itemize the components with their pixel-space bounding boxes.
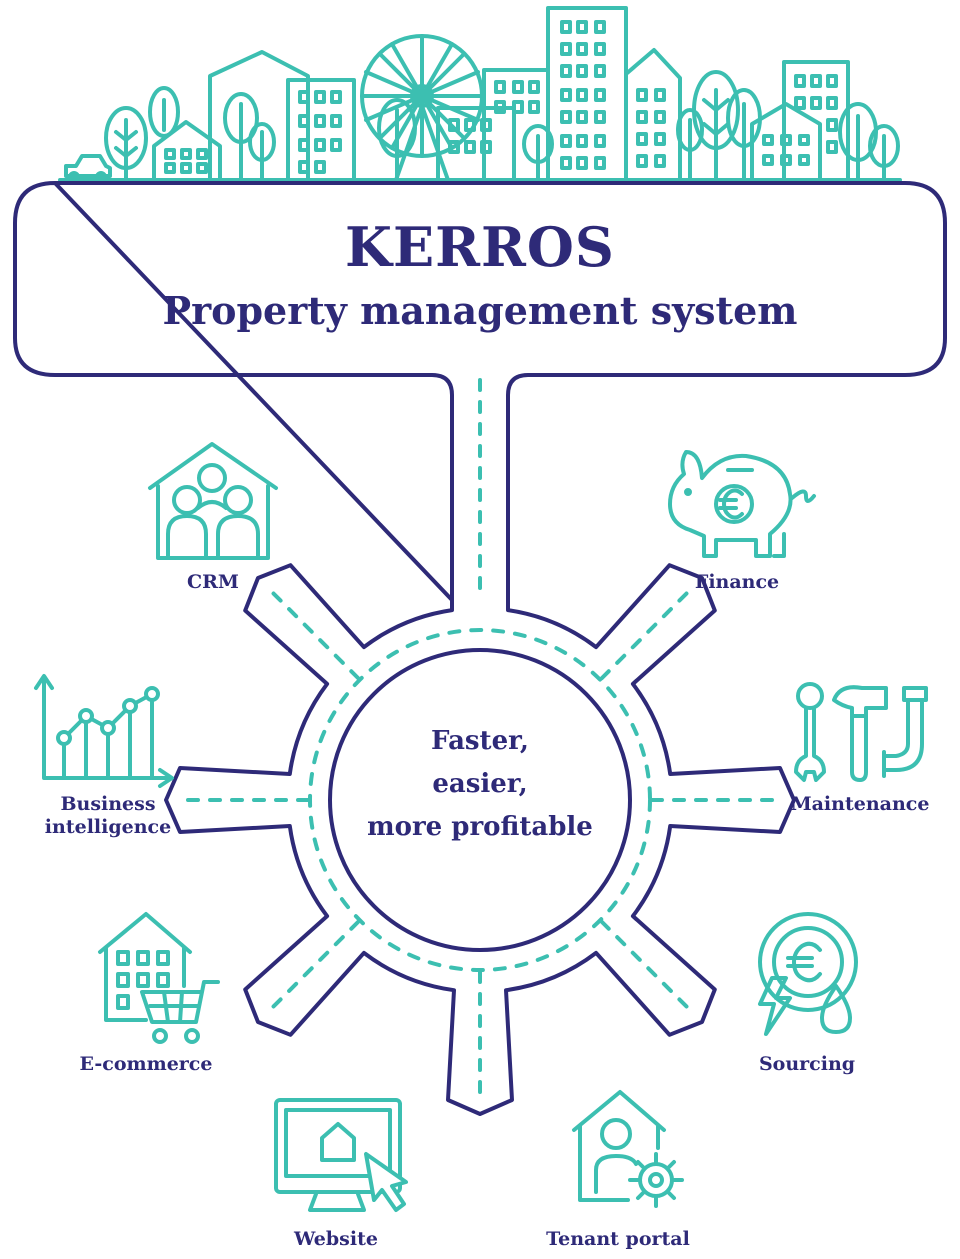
- page-title: KERROS: [345, 215, 615, 279]
- label-business-intelligence: Business intelligence: [28, 793, 188, 839]
- label-bi-line-1: Business: [60, 793, 156, 815]
- title-box-outline: [13, 181, 947, 602]
- label-ecommerce: E-commerce: [79, 1053, 213, 1075]
- piggy-bank-euro-icon: [668, 450, 816, 558]
- label-sourcing: Sourcing: [758, 1053, 856, 1075]
- monitor-home-icon: [274, 1098, 408, 1212]
- gear-spoke-dash: [270, 919, 361, 1010]
- gear-spoke-dash: [599, 919, 690, 1010]
- hub-circle: [328, 648, 632, 952]
- label-crm: CRM: [187, 571, 239, 593]
- label-maintenance: Maintenance: [790, 793, 930, 815]
- city-skyline-icon: [58, 6, 902, 183]
- tools-icon: [794, 682, 928, 782]
- hub-line-1: Faster,: [431, 726, 529, 756]
- gear-spoke-dash: [270, 590, 361, 681]
- label-finance: Finance: [694, 571, 780, 593]
- euro-energy-icon: [758, 912, 858, 1036]
- gear-outline: [164, 563, 796, 1116]
- hub-line-2: easier,: [432, 769, 528, 799]
- growth-chart-icon: [34, 674, 174, 788]
- label-website: Website: [294, 1228, 378, 1250]
- shop-cart-icon: [98, 912, 220, 1044]
- label-tenant-portal: Tenant portal: [546, 1228, 690, 1250]
- tenant-gear-icon: [572, 1090, 684, 1208]
- gear-spoke-dashes: [184, 590, 776, 1096]
- label-bi-line-2: intelligence: [44, 816, 172, 838]
- gear-spoke-dash: [599, 590, 690, 681]
- hub-line-3: more profitable: [367, 812, 593, 842]
- page-subtitle: Property management system: [162, 288, 798, 333]
- hub-text: Faster, easier, more profitable: [330, 720, 630, 849]
- family-house-icon: [148, 442, 278, 560]
